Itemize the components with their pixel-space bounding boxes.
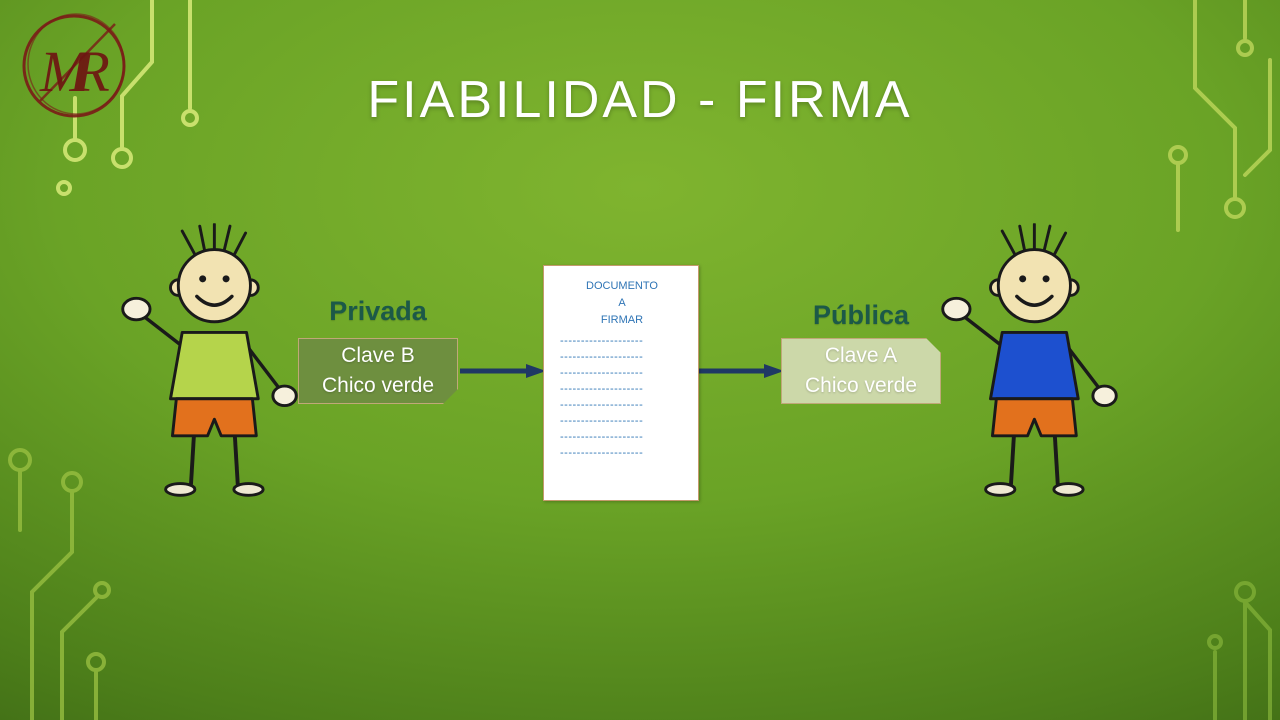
- private-key-box-line1: Clave B: [341, 343, 415, 367]
- document-line: --------------------: [560, 382, 644, 395]
- public-key-box-line1: Clave A: [824, 343, 898, 367]
- public-key-box-line2: Chico verde: [804, 374, 918, 397]
- document-line: --------------------: [560, 367, 644, 380]
- private-key-box: Clave B Chico verde: [298, 338, 458, 404]
- document-header-line1: DOCUMENTO: [586, 280, 658, 292]
- private-key-box-line2: Chico verde: [321, 374, 435, 397]
- left-character-illustration: [112, 222, 307, 517]
- document-line: --------------------: [560, 351, 644, 364]
- document-line: --------------------: [560, 430, 644, 443]
- arrow-document-to-right: [698, 364, 784, 378]
- document-to-sign: DOCUMENTO A FIRMAR -------------------- …: [543, 265, 699, 501]
- circuit-decoration-top-right: [1168, 0, 1272, 232]
- document-line: --------------------: [560, 446, 644, 459]
- document-line: --------------------: [560, 414, 644, 427]
- brand-logo: MR: [22, 13, 126, 118]
- right-character-illustration: [932, 222, 1127, 517]
- public-key-box: Clave A Chico verde: [781, 338, 941, 404]
- public-key-label: Pública: [812, 300, 910, 330]
- document-line: --------------------: [560, 335, 644, 348]
- document-header-line3: FIRMAR: [600, 314, 644, 327]
- document-dashed-lines: -------------------- -------------------…: [560, 334, 684, 462]
- arrow-left-to-document: [460, 364, 546, 378]
- circuit-decoration-bottom-right: [1207, 581, 1272, 720]
- slide-title: FIABILIDAD - FIRMA: [367, 71, 913, 129]
- document-header: DOCUMENTO A FIRMAR: [560, 278, 684, 329]
- private-key-label: Privada: [329, 296, 427, 326]
- document-line: --------------------: [560, 398, 644, 411]
- document-header-line2: A: [618, 297, 626, 310]
